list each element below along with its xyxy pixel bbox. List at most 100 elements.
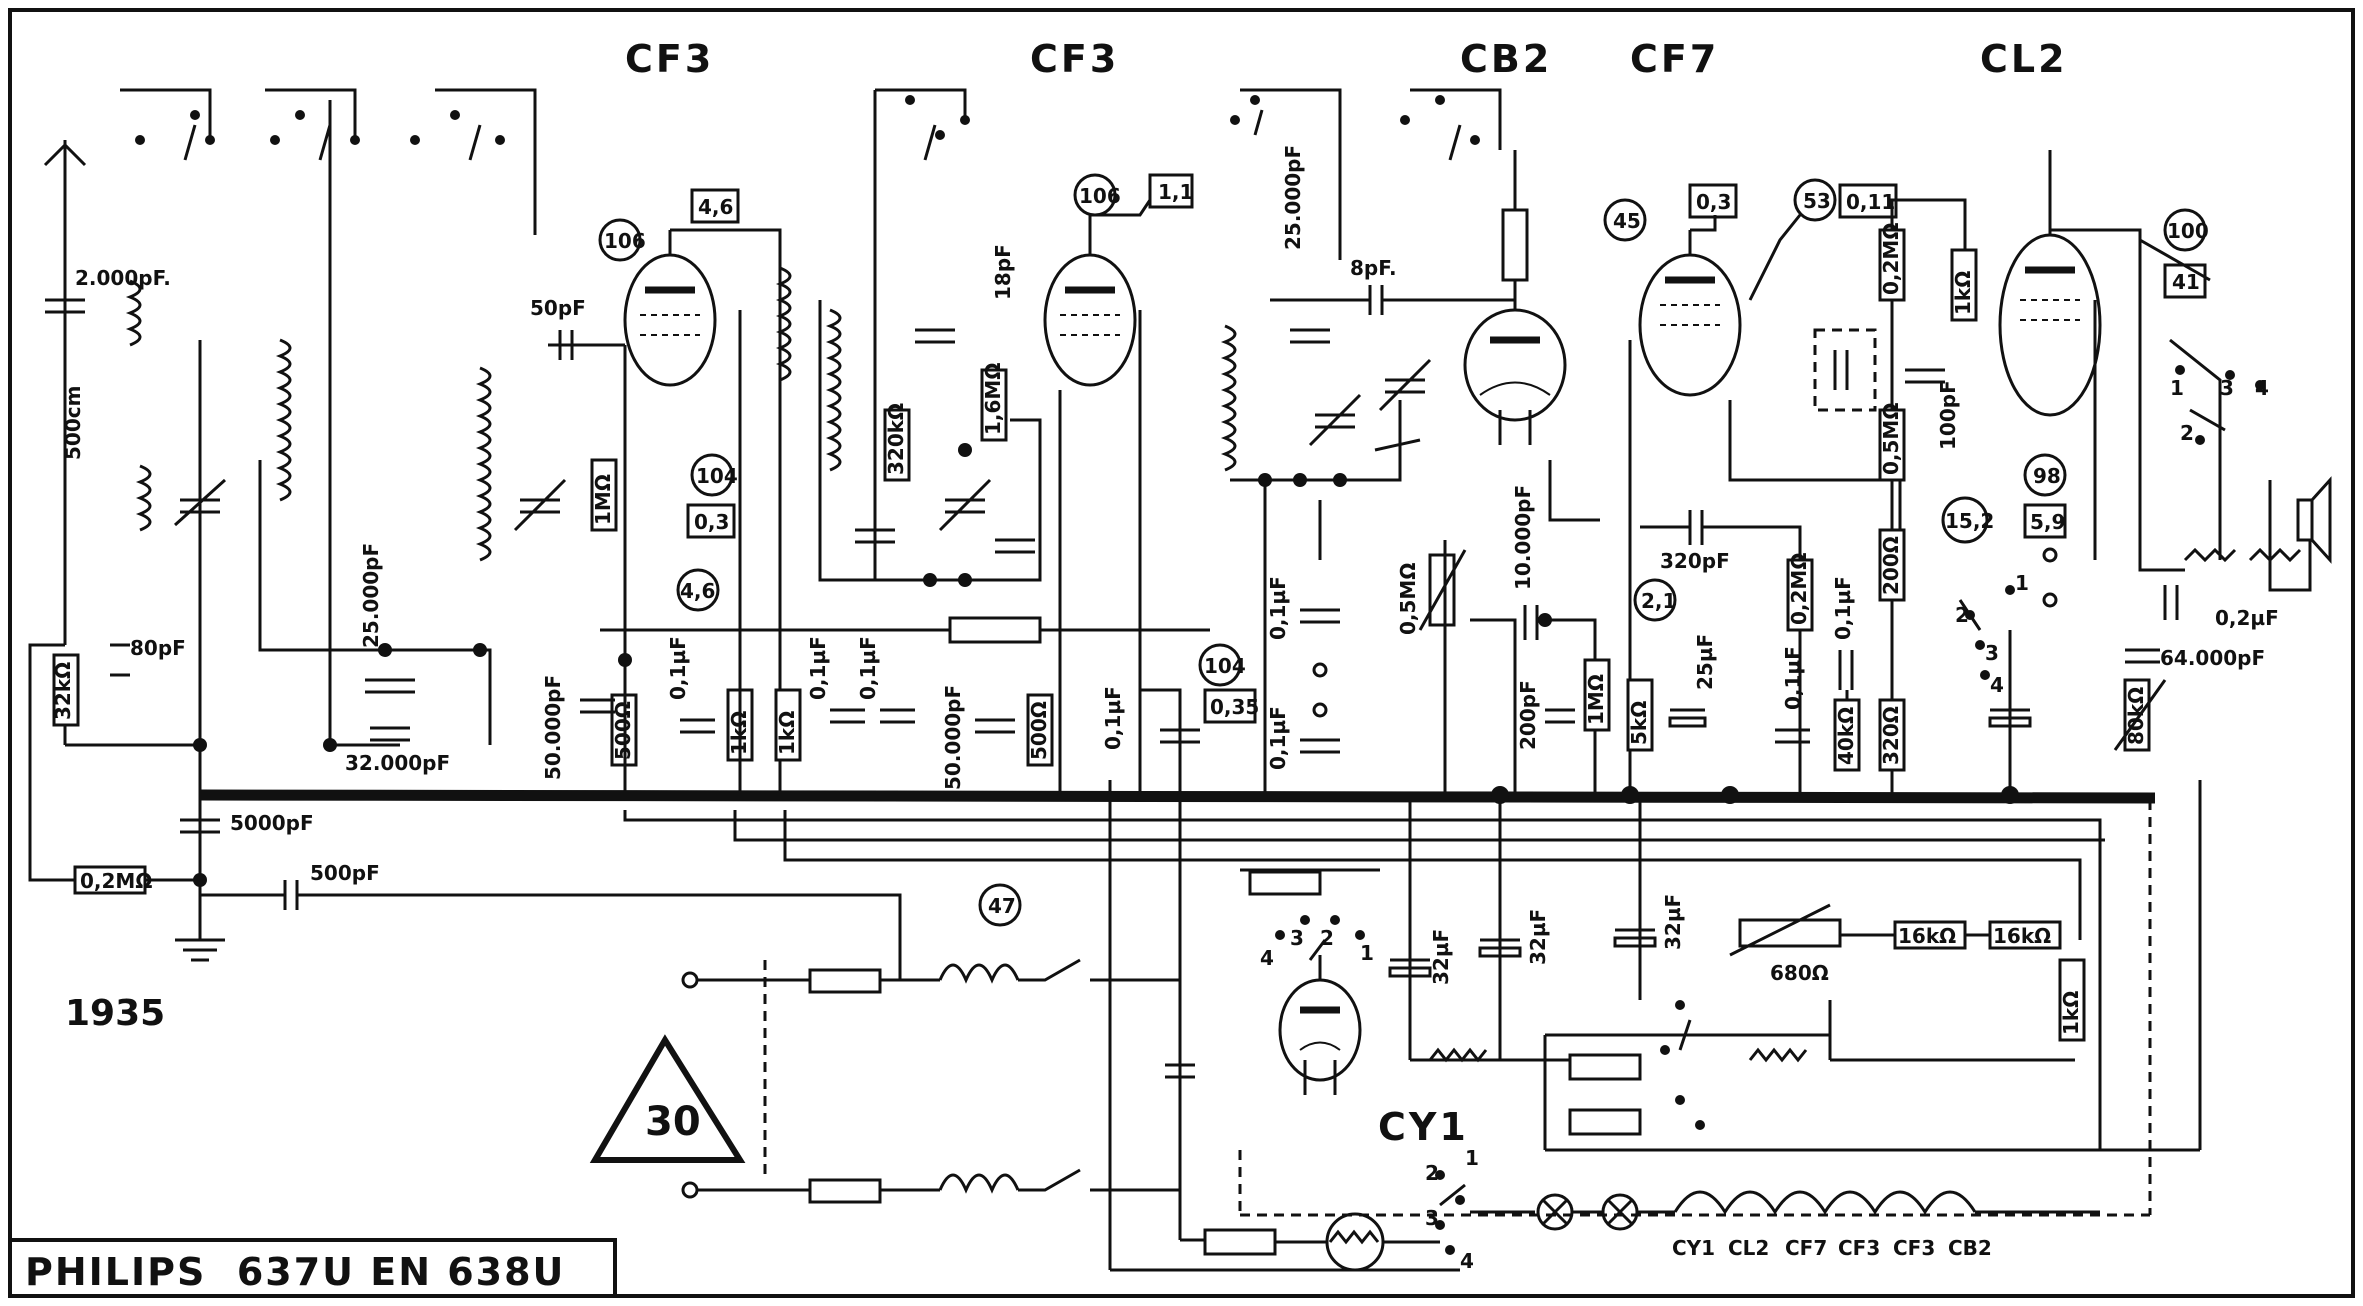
voltage-59: 5,9 — [2030, 510, 2065, 534]
filament-cf7: CF7 — [1785, 1236, 1827, 1260]
c-50000pf-a-label: 50.000pF — [541, 675, 565, 780]
r-05mohm-a-label: 0,5MΩ — [1396, 563, 1420, 635]
svg-text:1kΩ: 1kΩ — [2059, 991, 2083, 1035]
r-1k-d — [2058, 958, 2086, 1042]
c-8pf-label: 8pF. — [1350, 256, 1397, 280]
c-18pf-label: 18pF — [991, 244, 1015, 300]
page-border — [8, 8, 2355, 1298]
tube-label-cy1: CY1 — [1378, 1105, 1469, 1149]
r-200ohm — [1878, 528, 1906, 602]
tube-cf7 — [1638, 230, 1742, 397]
voltage-152: 15,2 — [1945, 509, 1994, 533]
voltage-46-b: 4,6 — [680, 579, 715, 603]
svg-text:1: 1 — [2015, 571, 2029, 595]
sw-pos-1: 1 — [2170, 376, 2184, 400]
r-16mohm — [980, 368, 1008, 442]
c-50000pf-b-label: 50.000pF — [941, 685, 965, 790]
c-500pf-label: 500pF — [310, 861, 380, 885]
c-200pf-label: 200pF — [1516, 680, 1540, 750]
c-50pf-label: 50pF — [530, 296, 586, 320]
fuse — [808, 968, 882, 994]
svg-text:16kΩ: 16kΩ — [1993, 924, 2051, 948]
speaker-icon — [2296, 498, 2314, 542]
resistor — [1203, 1228, 1277, 1256]
svg-text:32kΩ: 32kΩ — [51, 662, 75, 720]
tube-cf3-1 — [623, 230, 717, 387]
antenna-icon — [43, 142, 87, 167]
c-01uf-b-label: 0,1µF — [806, 636, 830, 700]
tube-label-cl2: CL2 — [1980, 37, 2068, 81]
pilot-lamp-1-icon — [1536, 1193, 1574, 1231]
svg-text:1MΩ: 1MΩ — [1584, 674, 1608, 725]
c-01uf-f-label: 0,1µF — [1266, 706, 1290, 770]
sw-pos-3: 3 — [2220, 376, 2234, 400]
svg-text:0,2MΩ: 0,2MΩ — [80, 869, 152, 893]
resistor — [948, 616, 1042, 644]
c-01uf-a-label: 0,1µF — [666, 636, 690, 700]
choke — [938, 963, 1020, 984]
c-64000pf-label: 64.000pF — [2160, 646, 2265, 670]
band-switch-3 — [410, 88, 537, 235]
r-80k — [2123, 678, 2151, 752]
c-01uf-g-label: 0,1µF — [1831, 576, 1855, 640]
c-32uf-a-label: 32µF — [1429, 929, 1453, 985]
c-10000pf-label: 10.000pF — [1511, 485, 1535, 590]
tube-label-cf3-2: CF3 — [1030, 37, 1119, 81]
resistor — [1248, 870, 1322, 896]
voltage-104-b: 104 — [1204, 654, 1246, 678]
svg-text:4: 4 — [1460, 1249, 1474, 1273]
voltage-46-a: 4,6 — [698, 195, 733, 219]
pilot-lamp-2-icon — [1601, 1193, 1639, 1231]
resistor-zigzag — [1748, 1047, 1808, 1063]
tube-label-cb2: CB2 — [1460, 37, 1552, 81]
svg-text:4: 4 — [1990, 673, 2004, 697]
c-100pf-label: 100pF — [1936, 380, 1960, 450]
c-25000pf-label: 25.000pF — [359, 543, 383, 648]
band-switch-1 — [120, 88, 215, 161]
svg-text:1: 1 — [1465, 1146, 1479, 1170]
c-5000pf-label: 5000pF — [230, 811, 314, 835]
c-2000pf-label: 2.000pF. — [75, 266, 171, 290]
sw-pos-2: 2 — [2180, 421, 2194, 445]
svg-text:2: 2 — [1425, 1161, 1439, 1185]
voltage-47: 47 — [988, 894, 1016, 918]
svg-text:0,2MΩ: 0,2MΩ — [1879, 223, 1903, 295]
svg-text:1,6MΩ: 1,6MΩ — [981, 363, 1005, 435]
voltage-106-b: 106 — [1079, 184, 1121, 208]
svg-text:0,5MΩ: 0,5MΩ — [1879, 403, 1903, 475]
svg-text:5kΩ: 5kΩ — [1627, 701, 1651, 745]
svg-text:320Ω: 320Ω — [1879, 706, 1903, 765]
tube-cl2 — [1998, 150, 2102, 417]
filament-chain — [1673, 1190, 1977, 1215]
mains-terminal-2 — [681, 1181, 699, 1199]
c-32uf-c-label: 32µF — [1661, 894, 1685, 950]
voltage-03-b: 0,3 — [1696, 190, 1731, 214]
r-1mohm-a — [590, 458, 618, 532]
potentiometer — [1428, 553, 1456, 627]
svg-text:500Ω: 500Ω — [1027, 701, 1051, 760]
footer-box — [10, 1238, 617, 1296]
coil — [825, 308, 842, 472]
coil — [475, 366, 492, 562]
svg-text:1MΩ: 1MΩ — [591, 474, 615, 525]
svg-text:2: 2 — [1955, 603, 1969, 627]
c-02uf-label: 0,2µF — [2215, 606, 2279, 630]
r-1k-b — [774, 688, 802, 762]
voltage-035: 0,35 — [1210, 695, 1259, 719]
coil — [135, 464, 152, 532]
svg-text:3: 3 — [1985, 641, 1999, 665]
r-05mohm-b — [1878, 408, 1906, 482]
ground-bus — [199, 789, 2156, 804]
fuse — [808, 1178, 882, 1204]
svg-text:80kΩ: 80kΩ — [2124, 687, 2148, 745]
filament-cf3-a: CF3 — [1838, 1236, 1880, 1260]
band-switch-2 — [265, 88, 360, 161]
c-32000pf-label: 32.000pF — [345, 751, 450, 775]
voltage-98: 98 — [2033, 464, 2061, 488]
c-320pf-label: 320pF — [1660, 549, 1730, 573]
resistor — [1568, 1108, 1642, 1136]
r-320k — [883, 408, 911, 482]
svg-text:680Ω: 680Ω — [1770, 961, 1829, 985]
svg-text:1: 1 — [1360, 941, 1374, 965]
